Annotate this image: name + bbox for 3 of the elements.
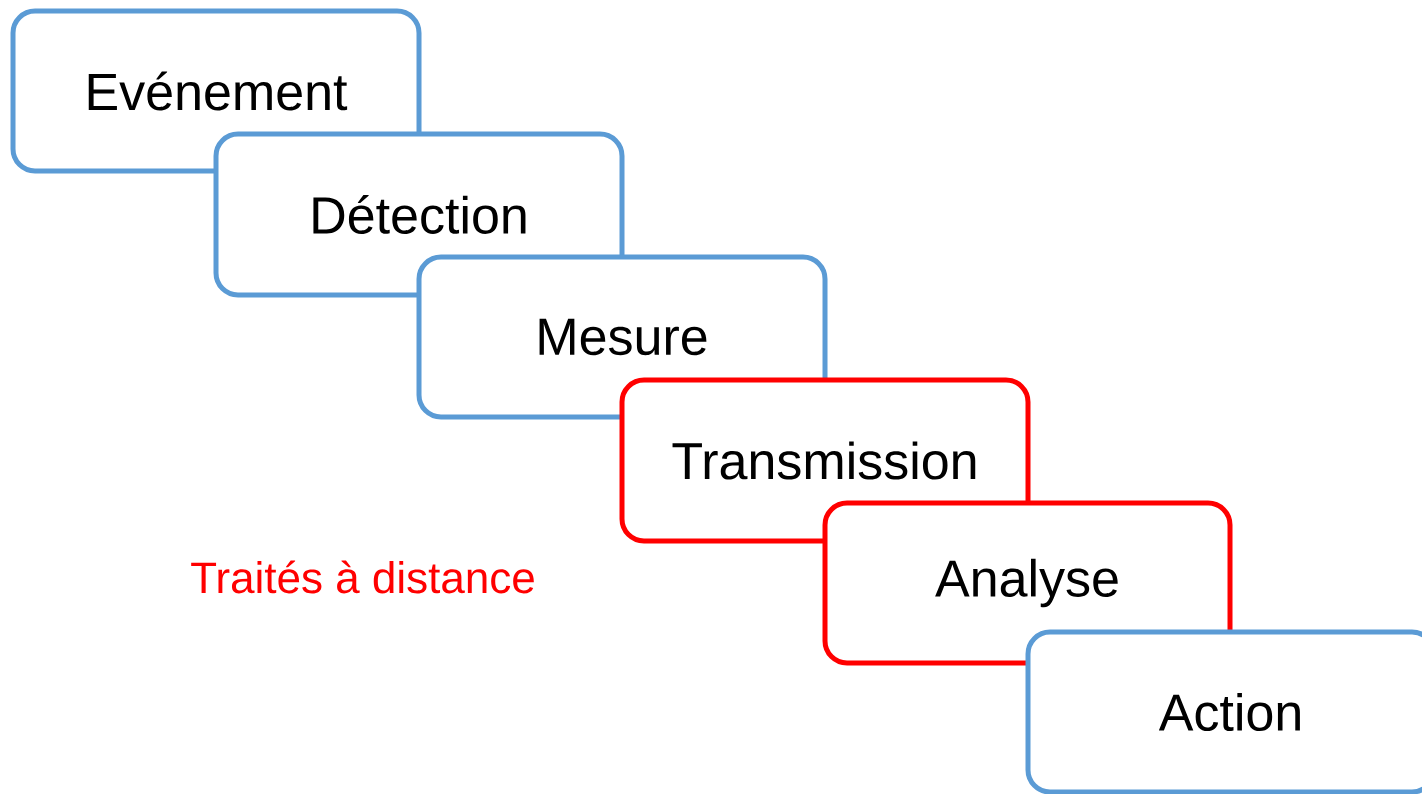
- process-box: Analyse: [822, 500, 1233, 666]
- note-text: Traités à distance: [191, 560, 534, 594]
- process-box: Action: [1025, 629, 1422, 794]
